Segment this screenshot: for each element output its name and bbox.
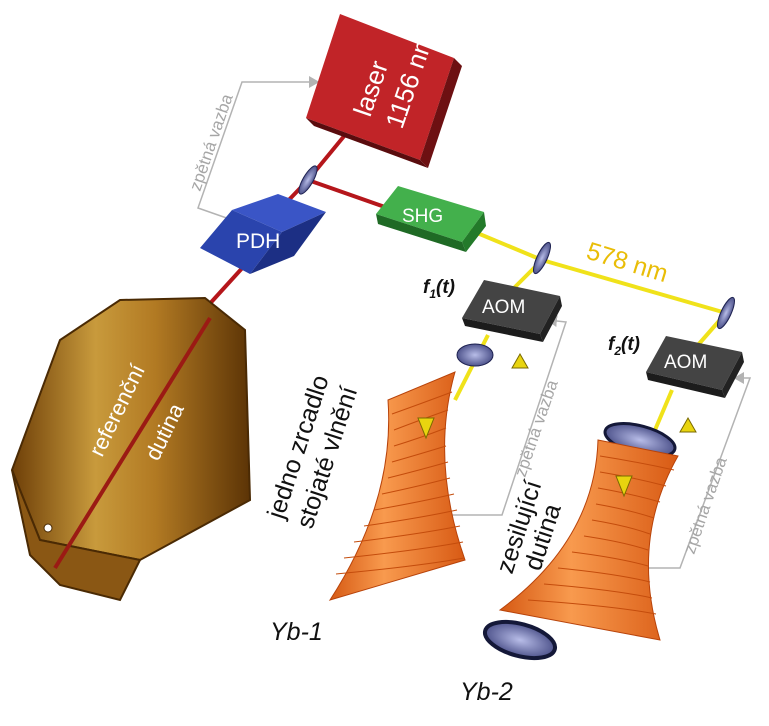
shg-box-bottom xyxy=(376,214,466,252)
aom1-box: AOM xyxy=(462,280,562,342)
pdh-box-side xyxy=(250,212,326,274)
yb2-lattice-body xyxy=(498,439,679,641)
yellow-beam-shg-to-mirror1 xyxy=(469,228,543,262)
shg-box-side xyxy=(462,212,486,252)
aom1-frequency-label: f1(t) xyxy=(423,277,455,301)
yb2-lattice-fringes xyxy=(527,455,675,615)
yb2-cavity-icon xyxy=(482,422,679,661)
feedback-line-aom1 xyxy=(420,315,568,516)
pdh-box-front xyxy=(200,210,282,274)
aom1-label: AOM xyxy=(482,297,525,318)
aom2-box-side xyxy=(722,352,744,398)
reference-cavity-port xyxy=(43,523,53,533)
yellow-beam-mirror1-to-mirror2 xyxy=(541,258,727,315)
ir-beam-mirror-to-shg xyxy=(307,178,386,209)
aom2-box-bottom xyxy=(646,372,725,398)
yellow-arrow-icon xyxy=(417,417,435,440)
yellow-beam-aom2-to-yb2 xyxy=(653,389,674,431)
yb2-name: Yb-2 xyxy=(460,678,513,706)
pdh-label: PDH xyxy=(236,230,280,253)
pdh-box-top xyxy=(232,194,326,232)
mirror-icon xyxy=(717,296,735,330)
mirror-icon xyxy=(533,241,551,275)
yb1-lattice-fringes xyxy=(335,391,465,575)
yellow-arrow-icon xyxy=(511,352,529,369)
aom2-box-front xyxy=(646,336,742,390)
aom2-frequency-label: f2(t) xyxy=(608,334,640,358)
laser-box-front xyxy=(306,14,454,160)
yellow-arrow-icon xyxy=(615,475,633,498)
feedback-line-laser xyxy=(197,76,320,223)
aom1-box-front xyxy=(462,280,560,334)
yb1-lattice-body xyxy=(328,371,466,601)
laser-box-bottom xyxy=(306,118,428,168)
laser-box-side xyxy=(420,58,462,168)
feedback-label-aom2: zpětná vazba xyxy=(680,454,731,556)
pdh-box: PDH xyxy=(200,194,326,274)
yb1-name: Yb-1 xyxy=(270,618,323,646)
yb1-lattice-icon xyxy=(328,371,466,601)
wavelength-label: 578 nm xyxy=(583,237,671,288)
mirror-icon xyxy=(298,165,318,195)
aom1-box-bottom xyxy=(462,318,543,342)
waveplate-icon xyxy=(456,343,494,367)
yb2-bottom-mirror xyxy=(482,619,558,661)
reference-cavity-body xyxy=(10,296,252,562)
feedback-label-laser: zpětná vazba xyxy=(186,91,237,193)
reference-cavity-icon: referenční dutina xyxy=(10,296,252,602)
shg-box: SHG xyxy=(376,186,486,252)
shg-box-front xyxy=(376,186,484,242)
aom1-box-side xyxy=(540,296,562,342)
shg-label: SHG xyxy=(402,206,443,227)
yellow-arrow-icon xyxy=(679,416,697,433)
aom2-box: AOM xyxy=(646,336,744,398)
feedback-label-aom1: zpětná vazba xyxy=(511,377,562,479)
laser-box: laser 1156 nm xyxy=(306,14,462,168)
aom2-label: AOM xyxy=(664,352,707,373)
reference-cavity-endcap xyxy=(11,469,142,602)
reference-cavity-beam xyxy=(53,316,212,570)
